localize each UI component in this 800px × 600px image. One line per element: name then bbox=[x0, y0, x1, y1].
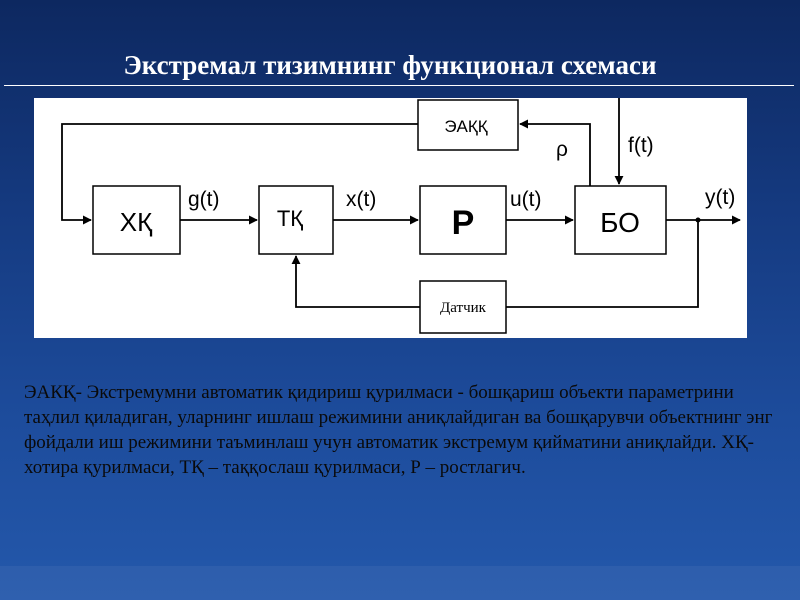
rho-feedback-line bbox=[519, 119, 591, 186]
bottom-band bbox=[0, 566, 800, 600]
output-junction bbox=[695, 217, 701, 223]
sensor-label: Датчик bbox=[440, 300, 487, 316]
slide-title: Экстремал тизимнинг функционал схемаси bbox=[123, 50, 657, 81]
output-to-sensor-line bbox=[506, 220, 699, 308]
eakk-label: ЭАҚҚ bbox=[444, 117, 487, 136]
f-signal-label: f(t) bbox=[628, 134, 654, 157]
xk-label: ХҚ bbox=[120, 207, 153, 237]
sensor-block bbox=[419, 280, 507, 334]
description-text: ЭАКҚ- Экстремумни автоматик қидириш қури… bbox=[24, 382, 773, 478]
sensor-to-tk-line bbox=[291, 255, 420, 308]
rho-signal-label: ρ bbox=[556, 138, 568, 161]
tk-label: ТҚ bbox=[277, 206, 303, 231]
g-signal-label: g(t) bbox=[188, 188, 220, 211]
eakk-to-xk-line bbox=[61, 123, 418, 225]
eakk-block bbox=[417, 99, 519, 151]
r-label: Р bbox=[452, 204, 475, 242]
x-signal-label: x(t) bbox=[346, 188, 376, 211]
r-block bbox=[419, 185, 507, 255]
title-divider bbox=[4, 85, 794, 86]
xk-block bbox=[92, 185, 181, 255]
u-signal-label: u(t) bbox=[510, 188, 542, 211]
bo-label: БО bbox=[600, 207, 640, 238]
y-signal-label: y(t) bbox=[705, 186, 735, 209]
tk-block bbox=[258, 185, 334, 255]
